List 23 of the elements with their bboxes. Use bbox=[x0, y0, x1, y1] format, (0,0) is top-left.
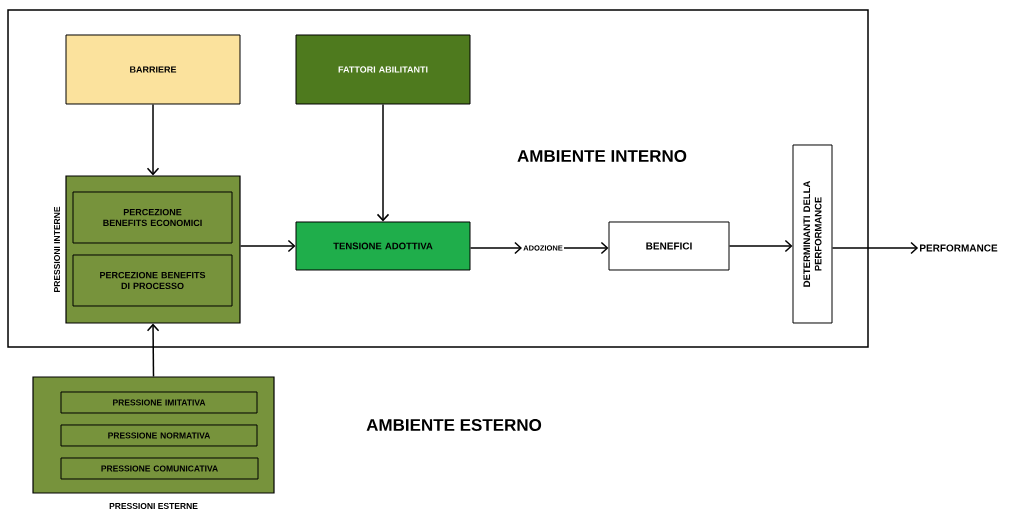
arrow bbox=[146, 323, 160, 378]
process-box: BARRIERE bbox=[65, 34, 241, 105]
process-box: BENEFICI bbox=[608, 221, 730, 271]
output-label: PERFORMANCE bbox=[920, 244, 998, 252]
arrow bbox=[563, 241, 609, 255]
arrow bbox=[831, 241, 919, 255]
arrow bbox=[728, 239, 793, 253]
arrow bbox=[376, 103, 390, 222]
arrow bbox=[146, 103, 160, 176]
process-box: PERCEZIONE BENEFITS DI PROCESSO bbox=[72, 254, 233, 307]
arrow bbox=[469, 241, 522, 255]
process-box: PRESSIONE NORMATIVA bbox=[60, 424, 258, 447]
group-heading: PRESSIONI ESTERNE bbox=[109, 503, 198, 509]
process-box: PERCEZIONE BENEFITS ECONOMICI bbox=[72, 191, 233, 244]
box-label: DETERMINANTI DELLA PERFORMANCE bbox=[803, 180, 822, 287]
group-heading: PRESSIONI INTERNE bbox=[54, 206, 60, 292]
process-box: PRESSIONE COMUNICATIVA bbox=[60, 457, 259, 480]
arrow bbox=[239, 239, 296, 253]
area-heading: AMBIENTE ESTERNO bbox=[366, 418, 542, 431]
area-heading: AMBIENTE INTERNO bbox=[517, 149, 687, 162]
process-box: TENSIONE ADOTTIVA bbox=[295, 221, 471, 271]
process-box: FATTORI ABILITANTI bbox=[295, 34, 471, 105]
process-box: PRESSIONE IMITATIVA bbox=[60, 391, 258, 414]
